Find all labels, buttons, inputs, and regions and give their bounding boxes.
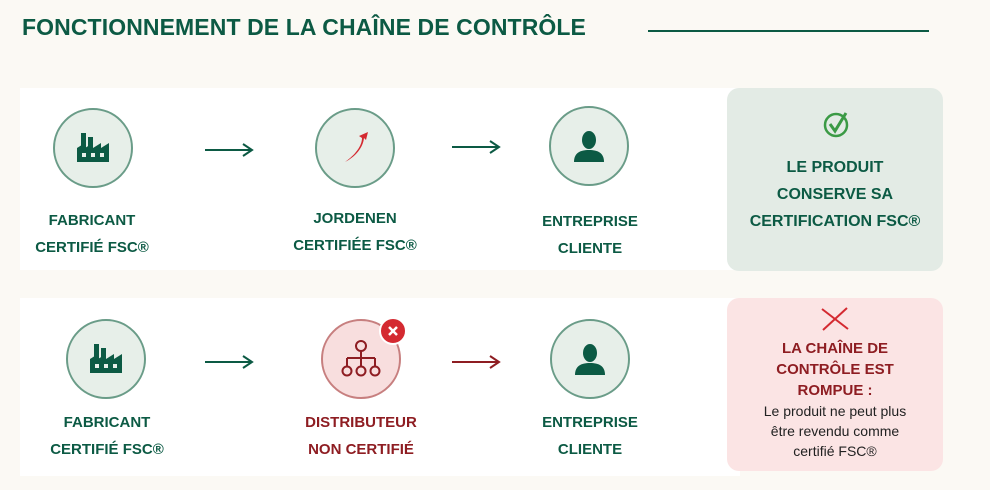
factory-icon xyxy=(53,108,133,188)
page-title: FONCTIONNEMENT DE LA CHAÎNE DE CONTRÔLE xyxy=(22,14,586,40)
arrow-right-icon xyxy=(452,140,501,154)
result-broken-card: LA CHAÎNE DE CONTRÔLE EST ROMPUE : Le pr… xyxy=(727,298,943,471)
arrow-right-icon xyxy=(205,143,254,157)
title-rule xyxy=(648,30,929,32)
result-broken-title: LA CHAÎNE DE CONTRÔLE EST ROMPUE : xyxy=(776,340,894,399)
result-certified-card: LE PRODUIT CONSERVE SA CERTIFICATION FSC… xyxy=(727,88,943,271)
cross-icon xyxy=(821,307,849,331)
person-icon xyxy=(549,106,629,186)
close-icon xyxy=(379,317,407,345)
result-broken-description: Le produit ne peut plus être revendu com… xyxy=(763,403,907,459)
arrow-right-icon xyxy=(205,355,254,369)
person-icon xyxy=(550,319,630,399)
result-certified-text: LE PRODUIT CONSERVE SA CERTIFICATION FSC… xyxy=(749,159,921,230)
check-icon xyxy=(823,112,849,138)
arrow-right-icon xyxy=(452,355,501,369)
factory-icon xyxy=(66,319,146,399)
jordenen-logo-icon xyxy=(315,108,395,188)
